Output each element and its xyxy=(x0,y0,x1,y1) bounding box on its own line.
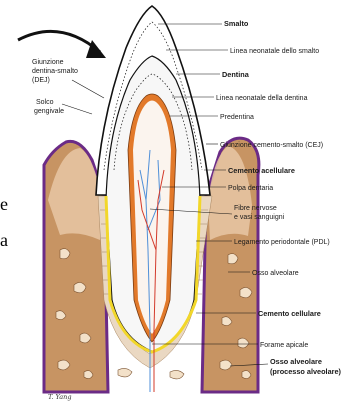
label-gengivale: gengivale xyxy=(34,108,64,115)
label-dentina-smalto: dentina-smalto xyxy=(32,68,78,75)
pulp xyxy=(133,101,171,335)
label-polpa-dentaria: Polpa dentaria xyxy=(228,185,273,192)
label-pdl: Legamento periodontale (PDL) xyxy=(234,239,330,246)
artist-signature: T. Yang xyxy=(48,393,72,401)
label-vasi-sanguigni: e vasi sanguigni xyxy=(234,214,285,221)
label-cemento-acellulare: Cemento acellulare xyxy=(228,166,295,175)
label-fibre-nervose: Fibre nervose xyxy=(234,205,277,212)
label-cemento-cellulare: Cemento cellulare xyxy=(258,309,321,318)
edge-text-a: a xyxy=(0,230,8,250)
label-dej: (DEJ) xyxy=(32,77,50,84)
labels-left: Giunzione dentina-smalto (DEJ) Solco gen… xyxy=(32,59,78,115)
label-osso-alveolare-proc: Osso alveolare xyxy=(270,357,322,366)
label-giunzione: Giunzione xyxy=(32,59,64,66)
label-processo-alveolare: (processo alveolare) xyxy=(270,367,342,376)
label-dentina: Dentina xyxy=(222,70,250,79)
label-linea-neonatale-dentina: Linea neonatale della dentina xyxy=(216,95,308,102)
leader-lines-left xyxy=(62,80,104,114)
label-solco: Solco xyxy=(36,99,54,106)
label-forame-apicale: Forame apicale xyxy=(260,342,308,349)
pointer-arrow-icon xyxy=(18,31,100,52)
label-smalto: Smalto xyxy=(224,19,249,28)
label-osso-alveolare: Osso alveolare xyxy=(252,270,299,277)
label-linea-neonatale-smalto: Linea neonatale dello smalto xyxy=(230,48,319,55)
label-cej: Giunzione cemento-smalto (CEJ) xyxy=(220,142,323,149)
label-predentina: Predentina xyxy=(220,114,254,121)
edge-text-e: e xyxy=(0,194,8,214)
